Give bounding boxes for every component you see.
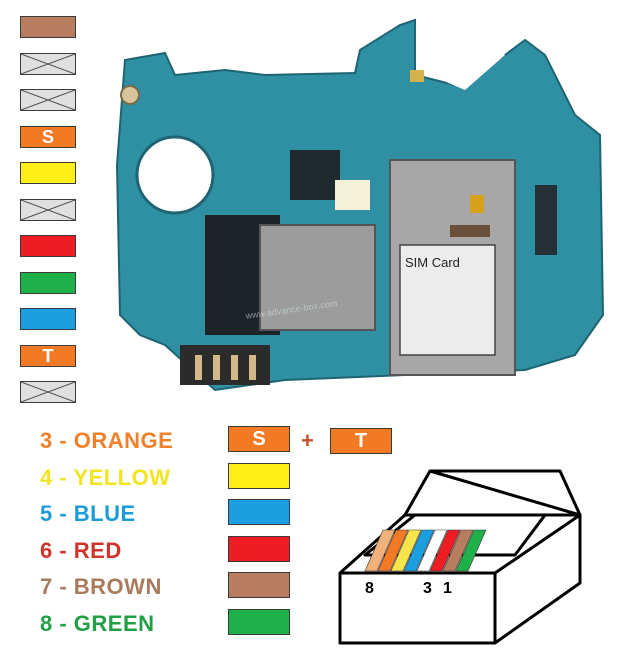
sim-card-label: SIM Card <box>405 255 460 270</box>
cross-icon <box>21 90 75 110</box>
motherboard-image: SIM Card www.advance-box.com <box>115 18 605 392</box>
pin-4: S <box>20 125 76 148</box>
swatch-t: T <box>330 428 392 454</box>
legend-label: 4 - YELLOW <box>40 464 171 490</box>
wire-1 <box>455 529 487 572</box>
rj-connector-diagram: 8 3 1 <box>338 469 582 645</box>
pin-3 <box>20 89 76 111</box>
pin-2 <box>20 52 76 75</box>
pin-label: T <box>42 345 54 366</box>
legend-label: 7 - BROWN <box>40 574 162 599</box>
legend-label: 3 - ORANGE <box>40 428 174 453</box>
legend-label: 8 - GREEN <box>40 610 155 636</box>
cross-icon <box>21 199 75 220</box>
wire-4 <box>416 529 448 572</box>
wire-6 <box>390 529 422 572</box>
legend-swatch <box>228 499 290 525</box>
plus-sign: + <box>301 428 314 453</box>
pin-11 <box>20 381 76 403</box>
pin-10: T <box>20 344 76 367</box>
wire-2 <box>442 529 474 572</box>
legend-swatch <box>228 608 290 635</box>
pin-1 <box>20 16 76 38</box>
pin-9 <box>20 308 76 330</box>
connector-pin-8: 8 <box>365 580 374 597</box>
legend-label: 5 - BLUE <box>40 501 136 526</box>
cross-icon <box>21 382 75 402</box>
legend-swatch: S <box>228 426 290 452</box>
legend-swatch <box>228 572 290 598</box>
wire-3 <box>429 529 461 572</box>
connector-pin-1: 1 <box>443 580 452 597</box>
legend-swatch <box>228 535 290 562</box>
pin-5 <box>20 162 76 184</box>
pin-7 <box>20 235 76 257</box>
legend-label: 6 - RED <box>40 537 122 563</box>
pin-label: S <box>41 126 54 147</box>
wire-8 <box>364 529 396 572</box>
wire-5 <box>403 529 435 572</box>
cross-icon <box>21 53 75 74</box>
connector-pin-3: 3 <box>423 580 432 597</box>
wire-7 <box>377 529 409 572</box>
connector-wires <box>364 529 487 572</box>
legend-swatch <box>228 462 290 489</box>
pin-6 <box>20 198 76 221</box>
pin-8 <box>20 271 76 294</box>
